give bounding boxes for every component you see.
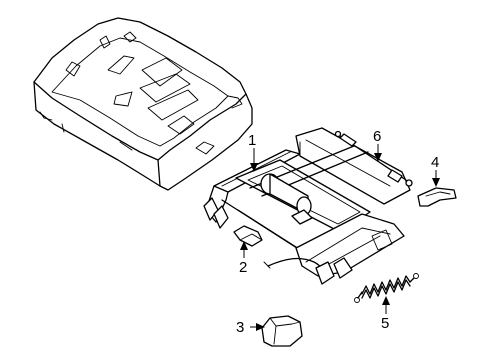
- seat-adjuster-frame: [203, 127, 411, 285]
- part-4-clip: [417, 187, 457, 207]
- part-3-cover-cap: [261, 315, 303, 347]
- part-2-bracket: [233, 225, 263, 247]
- part-5-spring: [354, 273, 419, 303]
- callout-1: 1: [248, 132, 256, 149]
- callout-6: 6: [373, 128, 381, 145]
- callout-5: 5: [381, 315, 389, 332]
- callout-2: 2: [239, 259, 247, 276]
- seat-cushion-pan: [33, 17, 253, 191]
- callout-4: 4: [431, 154, 439, 171]
- callout-3: 3: [236, 319, 244, 336]
- part-6-cable: [334, 130, 413, 187]
- callout-leaders: [240, 144, 440, 331]
